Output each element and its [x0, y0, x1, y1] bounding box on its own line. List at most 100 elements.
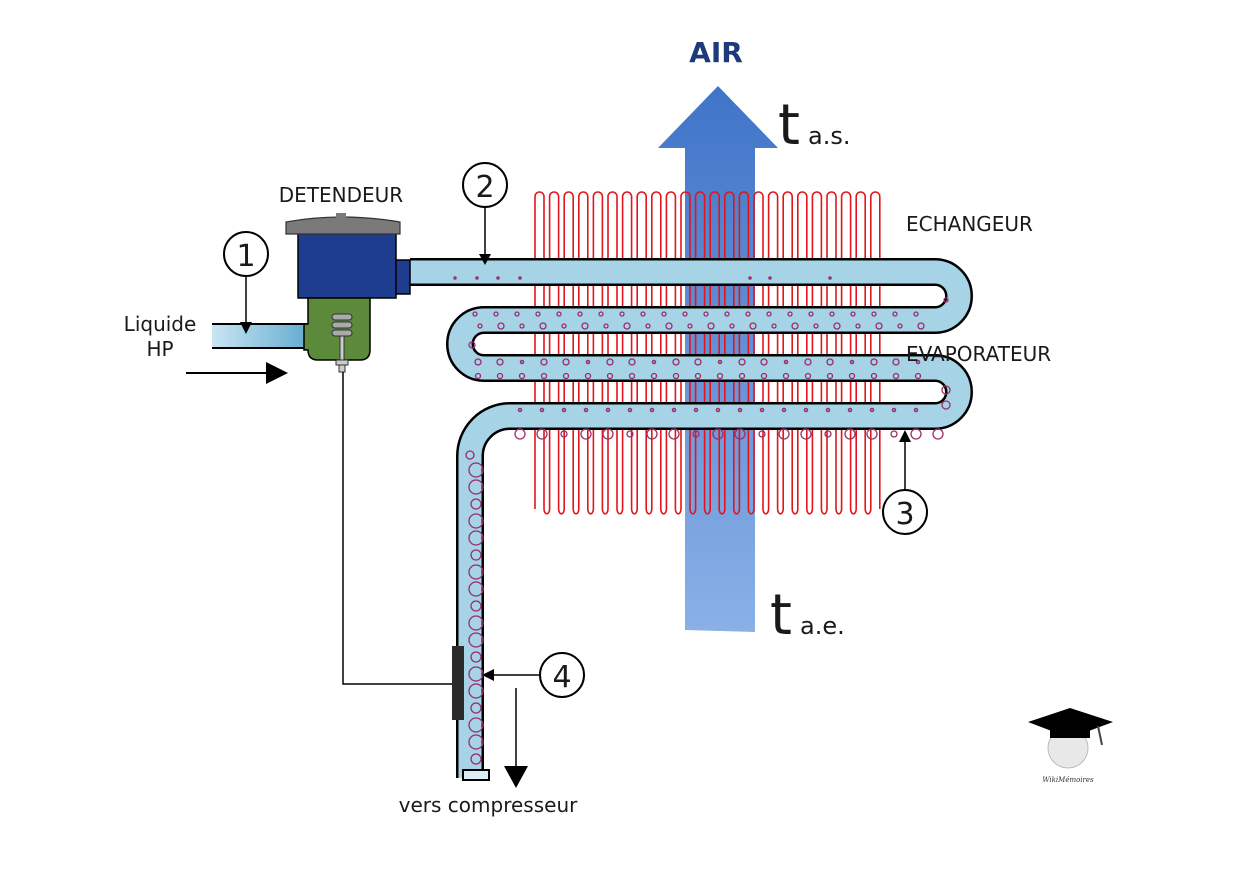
- bubble: [910, 428, 922, 440]
- bubble: [712, 428, 724, 440]
- bubble: [497, 322, 505, 330]
- bubble: [651, 359, 657, 365]
- bubble: [477, 323, 483, 329]
- fin: [709, 191, 720, 509]
- bubble: [561, 323, 567, 329]
- bubble: [468, 479, 484, 495]
- bubble: [623, 322, 631, 330]
- bubble: [619, 311, 625, 317]
- fin-bend: [601, 508, 609, 515]
- callout-1: 1: [223, 231, 269, 334]
- bubble: [628, 358, 636, 366]
- bubble: [869, 407, 875, 413]
- bubble: [603, 323, 609, 329]
- bubble: [913, 311, 919, 317]
- bubble: [866, 428, 878, 440]
- bubble: [804, 358, 812, 366]
- bubble: [577, 311, 583, 317]
- bubble: [800, 428, 812, 440]
- bubble: [539, 407, 545, 413]
- svg-text:a.e.: a.e.: [800, 612, 845, 640]
- bubble: [682, 311, 688, 317]
- bubble: [826, 372, 834, 380]
- vers-compresseur-label: vers compresseur: [399, 793, 578, 817]
- bubble: [783, 359, 789, 365]
- bubble: [519, 323, 525, 329]
- svg-text:4: 4: [552, 660, 571, 695]
- fin: [840, 191, 852, 509]
- bubble: [749, 322, 757, 330]
- fin: [855, 191, 866, 509]
- bubble: [687, 323, 693, 329]
- fin: [592, 191, 604, 509]
- fin-bend: [630, 508, 638, 515]
- bubble: [870, 358, 878, 366]
- fin-bend: [689, 508, 697, 515]
- svg-text:WikiMémoires: WikiMémoires: [1042, 776, 1094, 784]
- bubble: [768, 276, 772, 280]
- bubble: [474, 372, 482, 380]
- fin-bend: [543, 508, 551, 515]
- bubble: [519, 359, 525, 365]
- bubble: [694, 358, 702, 366]
- air-title: AIR: [689, 36, 743, 69]
- bubble: [585, 359, 591, 365]
- bubble: [475, 276, 479, 280]
- bubble: [580, 428, 592, 440]
- outlet-flow-arrow: [504, 688, 528, 788]
- bubble: [661, 311, 667, 317]
- fin-bend: [762, 508, 770, 515]
- bubble: [787, 311, 793, 317]
- fin: [753, 191, 764, 509]
- bubble: [759, 407, 765, 413]
- bubble: [628, 372, 636, 380]
- bubble: [605, 407, 611, 413]
- bubble: [855, 323, 861, 329]
- bubble: [745, 311, 751, 317]
- bubble: [453, 276, 457, 280]
- fin-bend: [587, 508, 595, 515]
- bubble: [626, 430, 634, 438]
- fin-bend: [747, 508, 755, 515]
- svg-text:3: 3: [895, 497, 914, 532]
- fin: [724, 191, 735, 509]
- bubble: [468, 734, 484, 750]
- fin: [621, 191, 633, 509]
- bubble: [782, 372, 790, 380]
- heat-exchanger-fins: [534, 191, 881, 515]
- bubble: [584, 372, 592, 380]
- bubble: [535, 311, 541, 317]
- bubble: [539, 322, 547, 330]
- fin: [548, 191, 560, 509]
- bubble: [514, 311, 520, 317]
- bubble: [871, 311, 877, 317]
- bubble: [941, 400, 951, 410]
- fin-bend: [557, 508, 565, 515]
- bubble: [824, 430, 832, 438]
- bubble: [844, 428, 856, 440]
- bubble: [748, 276, 752, 280]
- bubble: [514, 428, 526, 440]
- bubble: [778, 428, 790, 440]
- fin-bend: [703, 508, 711, 515]
- bubble: [897, 323, 903, 329]
- bubble: [672, 358, 680, 366]
- bubble: [474, 358, 482, 366]
- vapor-bubbles: [453, 276, 951, 765]
- bubble: [738, 372, 746, 380]
- bubble: [517, 407, 523, 413]
- bubble: [760, 358, 768, 366]
- bubble: [892, 311, 898, 317]
- callout-2: 2: [462, 162, 508, 265]
- bubble: [724, 311, 730, 317]
- bubble: [707, 322, 715, 330]
- bubble: [694, 372, 702, 380]
- bubble: [493, 311, 499, 317]
- bubble: [583, 407, 589, 413]
- fin-bend: [849, 508, 857, 515]
- bubble: [468, 615, 484, 631]
- svg-text:1: 1: [236, 239, 255, 274]
- bubble: [716, 372, 724, 380]
- fin-bend: [674, 508, 682, 515]
